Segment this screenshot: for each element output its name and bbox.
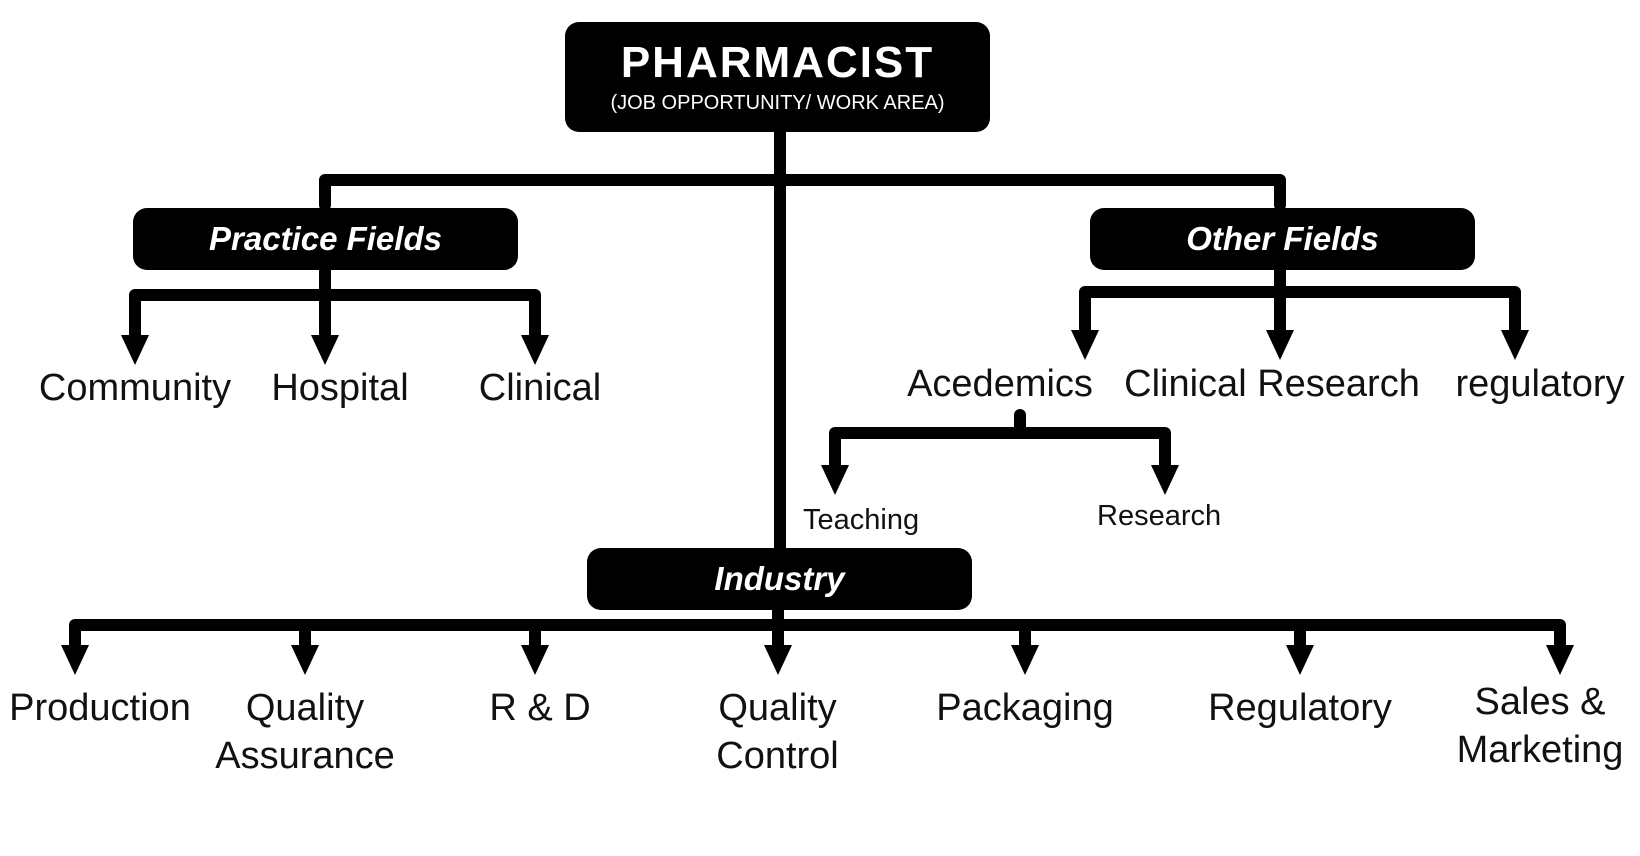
- arrow-packaging: [1011, 645, 1039, 675]
- node-packaging: Packaging: [920, 684, 1130, 732]
- node-regulatory-line1: Regulatory: [1208, 687, 1392, 729]
- root-subtitle: (JOB OPPORTUNITY/ WORK AREA): [610, 92, 945, 114]
- node-quality-control-line1: Quality: [718, 687, 837, 729]
- practice-fields-box: Practice Fields: [133, 208, 518, 270]
- node-teaching: Teaching: [803, 504, 920, 536]
- practice-branch-line: [129, 289, 541, 346]
- node-sales-marketing-line2: Marketing: [1456, 729, 1624, 771]
- arrow-sales-marketing: [1546, 645, 1574, 675]
- node-regulatory: Regulatory: [1195, 684, 1405, 732]
- other-fields-label: Other Fields: [1186, 220, 1379, 257]
- node-regulatory-other: regulatory: [1455, 363, 1625, 405]
- arrow-clinical-research: [1266, 330, 1294, 360]
- top-branch-line: [319, 174, 1286, 211]
- arrow-regulatory-other: [1501, 330, 1529, 360]
- node-quality-control: Quality Control: [690, 684, 865, 780]
- arrow-community: [121, 335, 149, 365]
- node-quality-control-line2: Control: [716, 735, 839, 777]
- node-community: Community: [38, 367, 232, 409]
- arrow-research: [1151, 465, 1179, 495]
- node-academics: Acedemics: [907, 363, 1093, 405]
- node-r-and-d: R & D: [460, 684, 620, 732]
- arrow-hospital: [311, 335, 339, 365]
- node-research: Research: [1097, 500, 1222, 532]
- practice-fields-label: Practice Fields: [209, 220, 442, 257]
- root-box: PHARMACIST (JOB OPPORTUNITY/ WORK AREA): [565, 22, 990, 132]
- arrow-r-and-d: [521, 645, 549, 675]
- other-fields-box: Other Fields: [1090, 208, 1475, 270]
- arrow-regulatory: [1286, 645, 1314, 675]
- industry-branch-line: [69, 619, 1566, 656]
- node-quality-assurance-line1: Quality: [245, 687, 365, 729]
- node-clinical-research: Clinical Research: [1124, 363, 1420, 405]
- node-quality-assurance: Quality Assurance: [205, 684, 405, 780]
- arrow-academics: [1071, 330, 1099, 360]
- node-clinical: Clinical: [478, 367, 602, 409]
- node-quality-assurance-line2: Assurance: [215, 735, 395, 777]
- arrow-teaching: [821, 465, 849, 495]
- node-packaging-line1: Packaging: [936, 687, 1114, 729]
- industry-label: Industry: [714, 560, 845, 597]
- node-production: Production: [0, 684, 200, 732]
- arrow-quality-assurance: [291, 645, 319, 675]
- root-title: PHARMACIST: [620, 38, 935, 87]
- arrow-production: [61, 645, 89, 675]
- industry-box: Industry: [587, 548, 972, 610]
- node-production-line1: Production: [9, 687, 191, 729]
- arrow-clinical: [521, 335, 549, 365]
- node-r-and-d-line1: R & D: [489, 687, 591, 729]
- node-sales-marketing-line1: Sales &: [1474, 681, 1606, 723]
- node-hospital: Hospital: [271, 367, 409, 409]
- node-sales-marketing: Sales & Marketing: [1445, 678, 1635, 774]
- other-branch-line: [1079, 286, 1521, 341]
- arrow-quality-control: [764, 645, 792, 675]
- academics-branch-line: [829, 427, 1171, 476]
